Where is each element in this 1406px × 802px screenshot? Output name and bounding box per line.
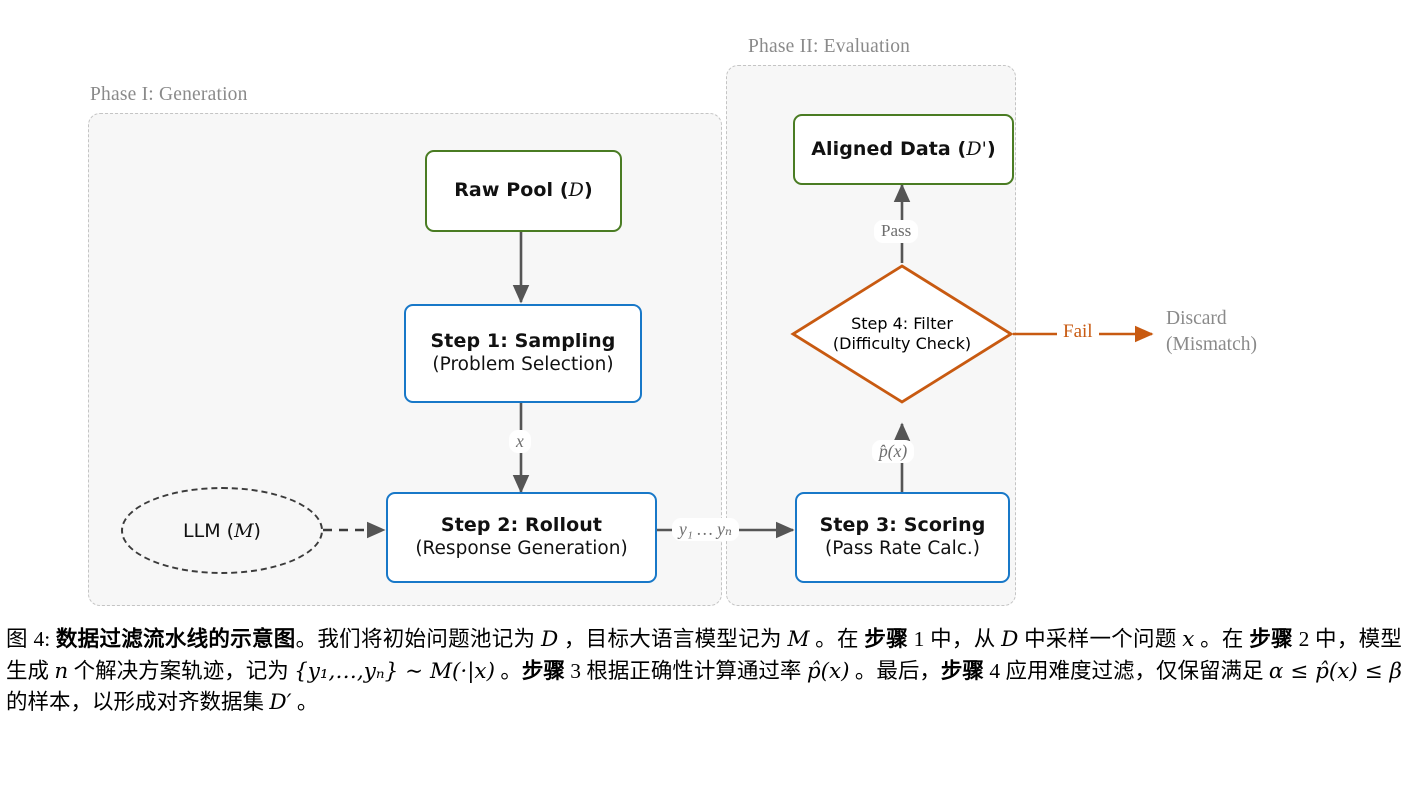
discard-line-1: Discard <box>1166 308 1227 329</box>
edge-label-y-sequence: y₁ … yₙ <box>672 518 740 542</box>
edge-label-pass: Pass <box>874 220 919 243</box>
node-discard: Discard (Mismatch) <box>1166 306 1257 359</box>
diamond-shape <box>790 264 1014 404</box>
node-step-3[interactable]: Step 3: Scoring (Pass Rate Calc.) <box>795 492 1010 583</box>
phase-1-label: Phase I: Generation <box>90 84 248 105</box>
node-llm-label: LLM (M) <box>183 519 261 542</box>
node-raw-pool[interactable]: Raw Pool (D) <box>425 150 622 232</box>
node-aligned-data-label: Aligned Data (D') <box>811 137 996 160</box>
node-step-3-subtitle: (Pass Rate Calc.) <box>824 538 980 560</box>
node-step-1-title: Step 1: Sampling <box>430 330 616 353</box>
node-step-1-subtitle: (Problem Selection) <box>432 354 614 376</box>
node-step-2-subtitle: (Response Generation) <box>415 538 628 560</box>
discard-line-2: (Mismatch) <box>1166 334 1257 356</box>
node-step-2-title: Step 2: Rollout <box>440 514 603 537</box>
edge-label-fail: Fail <box>1057 321 1099 344</box>
figure-caption: 图 4: 数据过滤流水线的示意图。我们将初始问题池记为 D ，目标大语言模型记为… <box>6 627 1402 716</box>
node-step-4[interactable]: Step 4: Filter (Difficulty Check) <box>790 263 1014 405</box>
caption-figure-number: 图 4: <box>6 627 51 651</box>
edge-label-p-hat: p̂(x) <box>872 440 915 464</box>
node-step-3-title: Step 3: Scoring <box>819 514 986 537</box>
edge-label-x: x <box>509 430 531 454</box>
node-step-1[interactable]: Step 1: Sampling (Problem Selection) <box>404 304 642 403</box>
figure-diagram: Phase I: Generation Phase II: Evaluation <box>88 36 1257 606</box>
phase-2-label: Phase II: Evaluation <box>748 36 911 57</box>
node-raw-pool-label: Raw Pool (D) <box>454 179 593 202</box>
node-step-2[interactable]: Step 2: Rollout (Response Generation) <box>386 492 657 583</box>
node-llm[interactable]: LLM (M) <box>121 487 323 574</box>
caption-title: 数据过滤流水线的示意图 <box>55 627 296 651</box>
node-aligned-data[interactable]: Aligned Data (D') <box>793 114 1014 185</box>
